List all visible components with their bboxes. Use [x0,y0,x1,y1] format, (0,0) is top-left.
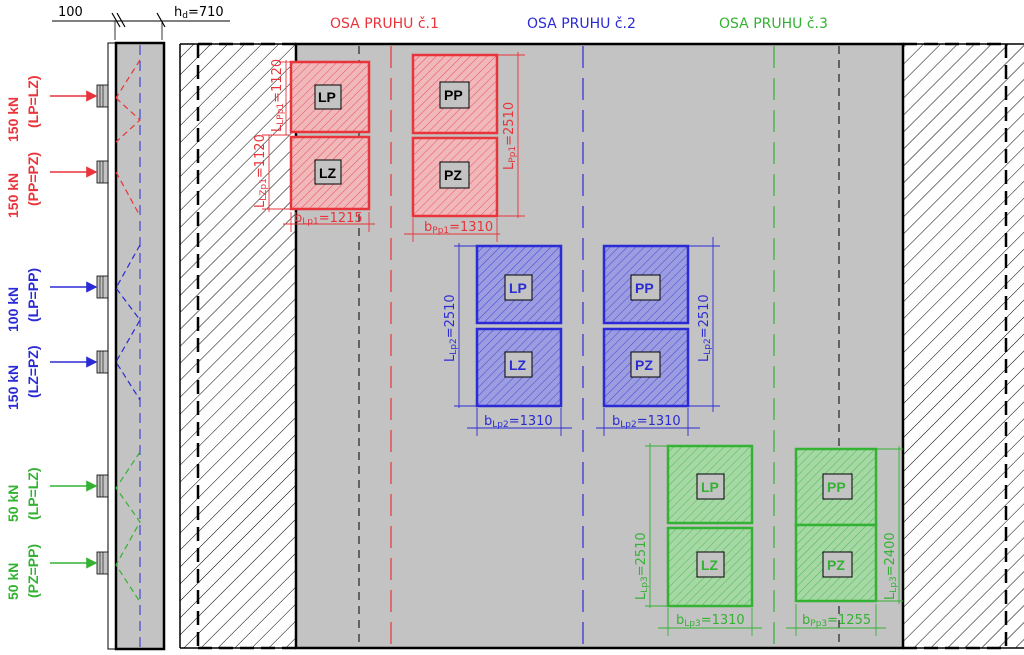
wheel-pz-1: PZ [444,167,462,183]
wheel-pz-2: PZ [635,357,653,373]
dim-lp-p2-right: LLp2=2510 [697,294,713,362]
dim-lp-p1: LLPp1=1120 [270,59,286,132]
load-label-5-kn: 50 kN [5,485,21,522]
dim-bp-p1: bPp1=1310 [424,220,493,236]
wheel-lz-3: LZ [701,557,719,573]
dim-lp-p3: LLp3=2400 [883,532,899,600]
load-label-5-rel: (LP=LZ) [25,468,41,521]
dim-100-label: 100 [58,5,83,20]
wheel-pz-3: PZ [827,557,845,573]
dim-bl-p2-right: bLp2=1310 [612,414,681,430]
wheel-pp-2: PP [635,280,654,296]
load-label-2-rel: (PP=PZ) [25,152,41,206]
wheel-lz-2: LZ [509,357,527,373]
dim-bp-p3: bPp3=1255 [802,613,871,629]
load-label-1-kn: 150 kN [5,97,21,142]
wheel-lp-2: LP [509,280,527,296]
lane-1-axis-label: OSA PRUHU č.1 [330,16,439,32]
lane-2-axis-label: OSA PRUHU č.2 [527,16,636,32]
load-label-4-rel: (LZ=PZ) [25,346,41,399]
load-label-2-kn: 150 kN [5,173,21,218]
dim-lz-p1: LLZp1=1120 [253,134,269,208]
dim-bl-p3: bLp3=1310 [676,613,745,629]
load-label-6-kn: 50 kN [5,563,21,600]
wheel-lp-3: LP [701,479,719,495]
dim-hd-label: hd=710 [174,5,224,21]
load-label-6-rel: (PZ=PP) [25,544,41,598]
wheel-lp-1: LP [318,89,336,105]
load-label-1-rel: (LP=LZ) [25,76,41,129]
load-label-4-kn: 150 kN [5,365,21,410]
side-section: 150 kN (LP=LZ) 150 kN (PP=PZ) 100 kN (LP… [5,41,166,651]
lane-3-axis-label: OSA PRUHU č.3 [719,16,828,32]
dim-pp-p1: LPp1=2510 [502,102,518,170]
wheel-lz-1: LZ [319,165,337,181]
dim-bl-p2-left: bLp2=1310 [484,414,553,430]
dim-ll-p3: LLp3=2510 [634,532,650,600]
load-label-3-kn: 100 kN [5,287,21,332]
dim-bl-p1: bLp1=1215 [294,211,363,227]
top-dimension: 100 hd=710 [52,5,230,40]
lane-2-loads: LP LZ PP PZ LLp2=2510 bLp2=1310 LLp2=251… [443,237,720,436]
load-label-3-rel: (LP=PP) [25,268,41,322]
lane-1-loads: LP LZ PP PZ LLZp1=1120 LLPp1=1120 bLp1=1… [253,52,525,242]
lane-3-loads: LP LZ PP PZ LLp3=2510 bLp3=1310 LLp3=240… [634,443,903,636]
dim-ll-p2: LLp2=2510 [443,294,459,362]
wheel-pp-3: PP [827,479,846,495]
wheel-pp-1: PP [444,87,463,103]
